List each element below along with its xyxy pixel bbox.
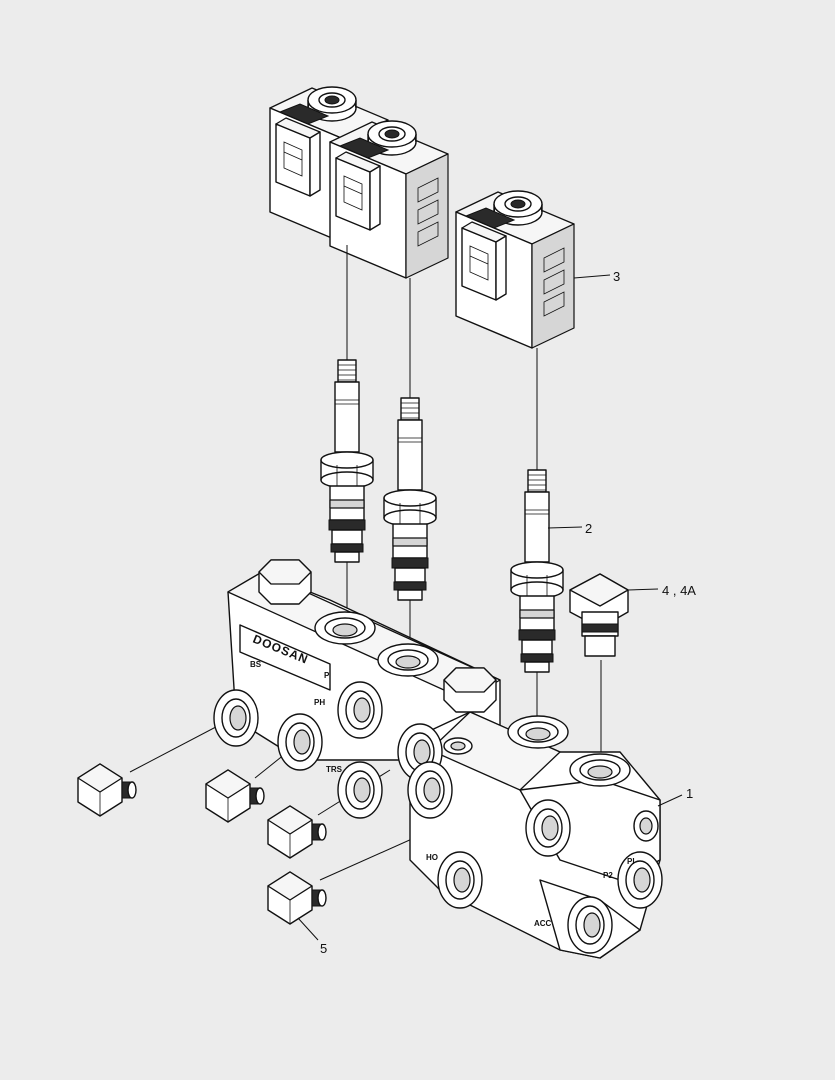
callout-1: 1: [686, 786, 693, 801]
solenoid-cartridge-2: [383, 397, 437, 601]
port-label-ho: HO: [426, 853, 438, 862]
plug-1: [77, 763, 137, 817]
port-label-p: P: [324, 671, 330, 680]
port-label-pi: PI: [627, 857, 635, 866]
solenoid-cartridge-1: [320, 359, 374, 563]
plug-4: [267, 871, 327, 925]
plug-3: [267, 805, 327, 859]
callout-3: 3: [613, 269, 620, 284]
callout-4-4a: 4 , 4A: [662, 583, 696, 598]
callout-5: 5: [320, 941, 327, 956]
port-label-bs: BS: [250, 660, 262, 669]
port-label-acc: ACC: [534, 919, 552, 928]
callout-leaders: [297, 274, 683, 941]
check-valve-cartridge: [569, 573, 629, 657]
solenoid-coil-2: [329, 120, 449, 279]
solenoid-cartridge-3: [510, 469, 564, 673]
port-label-trs: TRS: [326, 765, 343, 774]
port-label-p2: P2: [603, 871, 613, 880]
valve-block-body: DOOSAN BS PH P TRS HO P2 PI ACC: [213, 559, 663, 959]
callout-2: 2: [585, 521, 592, 536]
solenoid-coil-3: [455, 190, 575, 349]
port-label-ph: PH: [314, 698, 325, 707]
